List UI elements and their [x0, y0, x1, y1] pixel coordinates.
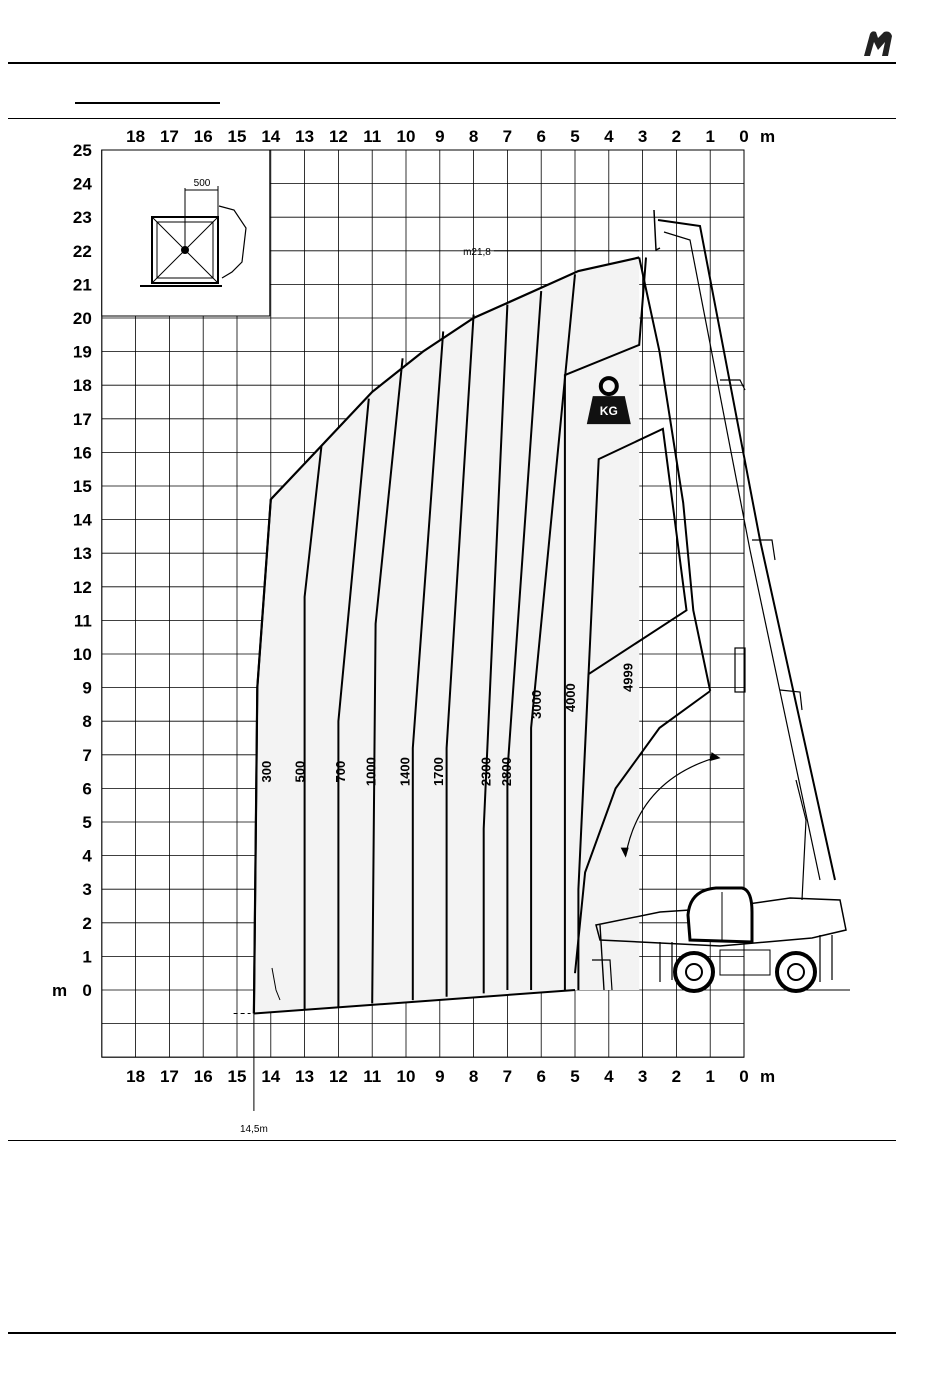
- curve-label-2300: 2300: [479, 757, 494, 786]
- y-tick-label: 3: [82, 880, 91, 899]
- x-tick-label-top: 3: [638, 127, 647, 146]
- x-tick-label-bottom: 12: [329, 1067, 348, 1086]
- x-tick-label-top: 5: [570, 127, 579, 146]
- y-tick-label: 21: [73, 275, 92, 294]
- x-tick-label-bottom: 3: [638, 1067, 647, 1086]
- x-tick-label-top: 13: [295, 127, 314, 146]
- x-tick-label-top: 9: [435, 127, 444, 146]
- y-tick-label: 12: [73, 578, 92, 597]
- x-tick-label-bottom: 7: [503, 1067, 512, 1086]
- x-tick-label-top: 12: [329, 127, 348, 146]
- x-tick-label-bottom: 8: [469, 1067, 478, 1086]
- x-tick-label-top: 10: [397, 127, 416, 146]
- curve-label-1000: 1000: [364, 757, 379, 786]
- boom-upper: [658, 220, 835, 880]
- y-tick-label: 18: [73, 376, 92, 395]
- x-tick-label-bottom: 1: [705, 1067, 714, 1086]
- curve-label-700: 700: [333, 761, 348, 783]
- curve-label-2800: 2800: [499, 757, 514, 786]
- y-tick-label: 25: [73, 141, 92, 160]
- x-tick-label-top: 18: [126, 127, 145, 146]
- wheel-hub-icon: [788, 964, 804, 980]
- curve-label-4000: 4000: [563, 683, 578, 712]
- x-tick-label-bottom: 11: [363, 1067, 381, 1086]
- x-tick-label-bottom: 9: [435, 1067, 444, 1086]
- y-tick-label: 19: [73, 343, 92, 362]
- x-tick-label-bottom: 16: [194, 1067, 213, 1086]
- x-tick-label-bottom: 17: [160, 1067, 179, 1086]
- x-tick-label-bottom: 15: [228, 1067, 247, 1086]
- x-tick-label-top: 16: [194, 127, 213, 146]
- wheel-hub-icon: [686, 964, 702, 980]
- y-tick-label: 7: [82, 746, 91, 765]
- lift-cylinder: [796, 780, 806, 900]
- x-tick-label-top: 11: [363, 127, 381, 146]
- y-tick-label: 24: [73, 175, 92, 194]
- x-tick-label-bottom: 14: [261, 1067, 280, 1086]
- curve-label-1700: 1700: [431, 757, 446, 786]
- y-tick-label: 16: [73, 443, 92, 462]
- chassis-frame: [720, 950, 770, 975]
- x-tick-label-bottom: 5: [570, 1067, 579, 1086]
- weight-label: KG: [600, 404, 618, 418]
- dimension-label: 500: [194, 178, 211, 189]
- x-tick-label-bottom: 2: [672, 1067, 681, 1086]
- rear-outrigger: [820, 935, 832, 982]
- x-tick-label-bottom: 4: [604, 1067, 614, 1086]
- x-tick-label-bottom: 18: [126, 1067, 145, 1086]
- front-outrigger: [660, 942, 672, 982]
- x-tick-label-top: 17: [160, 127, 179, 146]
- x-tick-label-top: 2: [672, 127, 681, 146]
- x-tick-label-top: 15: [228, 127, 247, 146]
- load-curves: [254, 258, 710, 1014]
- y-tick-label: 20: [73, 309, 92, 328]
- y-tick-label: 6: [82, 779, 91, 798]
- x-tick-label-top: 7: [503, 127, 512, 146]
- x-axis-unit-bottom: m: [760, 1067, 775, 1086]
- swing-arrow-head: [710, 752, 721, 761]
- y-tick-label: 15: [73, 477, 92, 496]
- x-axis-unit-top: m: [760, 127, 775, 146]
- annotation-label: m21,8: [463, 247, 491, 258]
- y-tick-label: 13: [73, 544, 92, 563]
- curve-label-500: 500: [293, 761, 308, 783]
- curve-label-300: 300: [259, 761, 274, 783]
- x-tick-label-bottom: 0: [739, 1067, 748, 1086]
- platform-head: [654, 210, 660, 250]
- inset-diagram: 500: [102, 150, 270, 316]
- y-tick-label: 8: [82, 712, 91, 731]
- x-tick-label-top: 14: [261, 127, 280, 146]
- cab: [688, 888, 752, 942]
- curve-label-4999: 4999: [620, 663, 635, 692]
- x-tick-label-bottom: 10: [397, 1067, 416, 1086]
- x-tick-label-top: 1: [705, 127, 714, 146]
- inset-frame: [102, 150, 270, 316]
- y-axis-unit: m: [52, 981, 67, 1000]
- y-tick-label: 11: [74, 611, 92, 630]
- y-tick-label: 14: [73, 511, 92, 530]
- x-tick-label-top: 0: [739, 127, 748, 146]
- y-tick-label: 9: [82, 679, 91, 698]
- y-tick-label: 23: [73, 208, 92, 227]
- y-tick-label: 0: [82, 981, 91, 1000]
- y-tick-label: 5: [82, 813, 91, 832]
- curve-label-1400: 1400: [397, 757, 412, 786]
- x-tick-label-top: 6: [536, 127, 545, 146]
- y-tick-label: 17: [73, 410, 92, 429]
- curve-label-3000: 3000: [529, 690, 544, 719]
- y-tick-label: 22: [73, 242, 92, 261]
- x-tick-label-top: 4: [604, 127, 614, 146]
- jib-carriage: [735, 648, 745, 692]
- y-tick-label: 4: [82, 847, 92, 866]
- y-tick-label: 2: [82, 914, 91, 933]
- x-tick-label-bottom: 13: [295, 1067, 314, 1086]
- x-tick-label-bottom: 6: [536, 1067, 545, 1086]
- annotation-label: 14,5m: [240, 1124, 268, 1135]
- right-boundary-curve: [639, 258, 710, 692]
- y-tick-label: 10: [73, 645, 92, 664]
- x-tick-label-top: 8: [469, 127, 478, 146]
- y-tick-label: 1: [82, 947, 91, 966]
